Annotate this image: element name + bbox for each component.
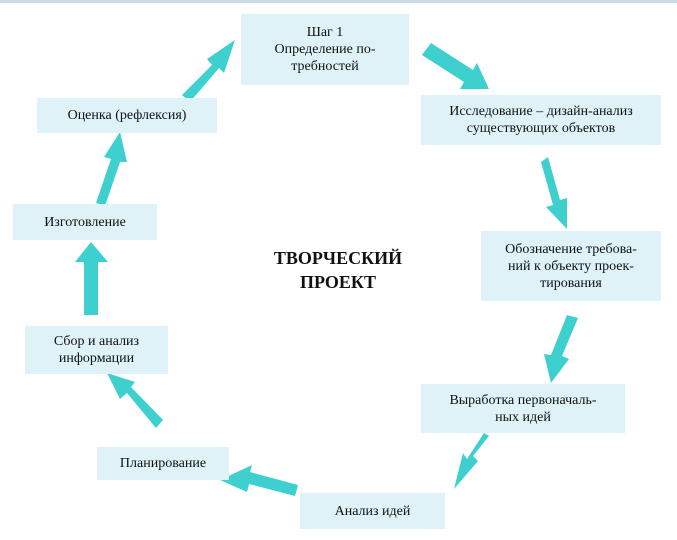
step-6-planning: Планирование bbox=[97, 447, 229, 480]
arrow-step6-to-step7 bbox=[107, 373, 163, 428]
step-3-requirements: Обозначение требова- ний к объекту проек… bbox=[481, 231, 661, 301]
step-9-evaluation: Оценка (рефлексия) bbox=[37, 98, 217, 133]
step-5-idea-analysis: Анализ идей bbox=[300, 493, 445, 529]
arrow-step3-to-step4 bbox=[544, 315, 578, 383]
arrow-step8-to-step9 bbox=[96, 132, 127, 206]
step-4-initial-ideas: Выработка первоначаль- ных идей bbox=[421, 384, 625, 433]
arrow-step4-to-step5 bbox=[454, 433, 489, 489]
arrow-step1-to-step2 bbox=[422, 43, 489, 89]
center-title: ТВОРЧЕСКИЙ ПРОЕКТ bbox=[273, 248, 403, 292]
arrow-step5-to-step6 bbox=[220, 465, 298, 496]
step-8-manufacturing: Изготовление bbox=[13, 204, 157, 240]
arrow-step9-to-step1 bbox=[182, 40, 235, 102]
step-1-needs-definition: Шаг 1 Определение по- требностей bbox=[241, 14, 409, 85]
step-7-info-gathering: Сбор и анализ информации bbox=[25, 326, 168, 374]
arrow-step7-to-step8 bbox=[75, 242, 108, 315]
arrow-step2-to-step3 bbox=[541, 157, 567, 229]
top-border-line bbox=[0, 0, 677, 3]
step-2-design-analysis: Исследование – дизайн-анализ существующи… bbox=[421, 95, 661, 145]
